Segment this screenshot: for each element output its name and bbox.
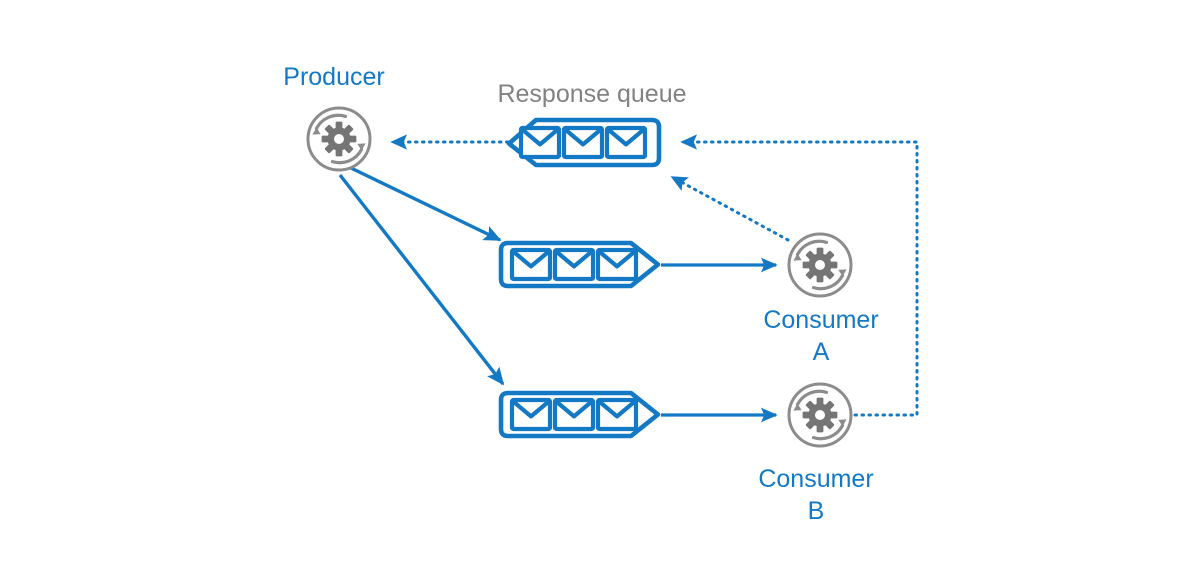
connector-consumer-a-to-response-queue [670,175,790,242]
envelope-icon [555,400,593,429]
consumer-a-label-line1: Consumer [763,306,878,334]
envelope-icon [555,250,593,279]
gear-refresh-icon [787,382,853,448]
envelope-icon [512,400,550,429]
consumer-b-label-line2: B [808,497,825,525]
envelope-icon [521,128,559,157]
node-consumer-a[interactable] [787,232,853,298]
connector-consumer-b-to-response-queue [680,134,919,417]
gear-refresh-icon [306,106,372,172]
envelope-icon [598,250,636,279]
envelope-icon [607,128,645,157]
envelope-icon [512,250,550,279]
queue-request-queue-b[interactable] [498,390,661,439]
queue-response-queue[interactable] [506,117,662,168]
response-queue-label: Response queue [497,80,686,108]
connector-producer-to-queue-b [338,173,505,386]
consumer-b-label-line1: Consumer [758,465,873,493]
gear-refresh-icon [787,232,853,298]
queue-request-queue-a[interactable] [498,240,661,289]
connector-layer [338,134,919,423]
node-producer[interactable] [306,106,372,172]
consumer-a-label-line2: A [813,338,830,366]
envelope-icon [564,128,602,157]
connector-producer-to-queue-a [350,166,502,242]
node-consumer-b[interactable] [787,382,853,448]
envelope-icon [598,400,636,429]
producer-label: Producer [283,63,384,91]
